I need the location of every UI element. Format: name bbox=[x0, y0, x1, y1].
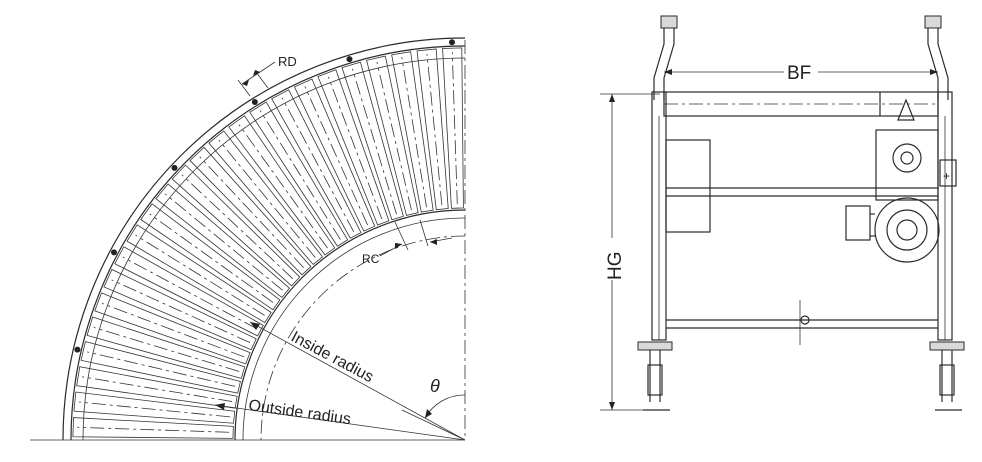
end-roller bbox=[663, 91, 939, 117]
roller bbox=[271, 89, 362, 239]
left-foot bbox=[637, 341, 673, 411]
hg-label: HG bbox=[605, 252, 626, 281]
frame-bolt bbox=[74, 346, 81, 353]
roller-centerline bbox=[135, 234, 265, 316]
roller bbox=[140, 203, 281, 311]
roller bbox=[73, 391, 236, 424]
frame-bolt bbox=[448, 39, 455, 46]
roller-centerline bbox=[238, 124, 328, 249]
right-foot bbox=[929, 341, 965, 411]
roller-centerline bbox=[401, 57, 427, 208]
roller bbox=[189, 146, 312, 276]
roller bbox=[171, 164, 301, 287]
roller bbox=[228, 115, 336, 256]
roller bbox=[442, 47, 464, 209]
roller bbox=[94, 292, 251, 365]
frame-bolt bbox=[346, 56, 353, 63]
curve-plan-view: RD RC Inside radius Outside radius θ bbox=[30, 37, 466, 441]
outer-frame-arc bbox=[62, 37, 466, 441]
bottom-crossmember bbox=[666, 300, 938, 345]
outside-radius-label: Outside radius bbox=[247, 397, 352, 428]
roller-centerline bbox=[77, 426, 230, 433]
motor bbox=[845, 197, 940, 263]
roller-centerline bbox=[327, 76, 383, 220]
roller bbox=[114, 246, 264, 337]
roller-centerline bbox=[122, 256, 258, 330]
roller-centerline bbox=[259, 110, 341, 240]
outer-frame-arc-inner bbox=[70, 45, 466, 441]
right-guide-post bbox=[924, 15, 949, 100]
roller-centerline bbox=[87, 351, 236, 387]
roller-centerline bbox=[78, 401, 231, 418]
outer-frame-arc-third bbox=[82, 57, 466, 441]
roller-centerline bbox=[304, 86, 368, 226]
side-frames bbox=[651, 91, 953, 341]
rc-label: RC bbox=[362, 252, 380, 266]
roller bbox=[391, 51, 434, 213]
roller bbox=[208, 130, 324, 266]
inside-sweep-arc bbox=[260, 235, 466, 441]
roller-centerline bbox=[218, 139, 316, 258]
plus-label: + bbox=[943, 169, 950, 183]
angle-ray bbox=[401, 409, 466, 441]
roller bbox=[366, 55, 419, 216]
angle-label: θ bbox=[430, 376, 440, 396]
rollers-group bbox=[72, 39, 464, 439]
roller bbox=[317, 69, 390, 226]
roller bbox=[249, 101, 349, 247]
roller-centerline bbox=[181, 174, 294, 279]
drive-unit bbox=[665, 98, 957, 233]
roller-centerline bbox=[93, 326, 240, 372]
rd-dimension bbox=[237, 61, 276, 97]
roller-centerline bbox=[164, 193, 283, 291]
roller-centerline bbox=[376, 62, 412, 211]
roller-centerline bbox=[281, 97, 355, 233]
inside-radius-line bbox=[249, 321, 466, 441]
rc-dimension bbox=[379, 219, 453, 257]
inside-radius-label: Inside radius bbox=[288, 329, 376, 387]
roller bbox=[155, 183, 291, 299]
roller bbox=[72, 417, 234, 439]
outside-radius-line bbox=[214, 404, 466, 441]
roller bbox=[86, 316, 246, 379]
end-elevation-view: BF + bbox=[600, 15, 965, 411]
roller-centerline bbox=[82, 376, 233, 402]
inner-frame-arc-inner bbox=[242, 217, 466, 441]
roller-centerline bbox=[199, 156, 304, 269]
roller bbox=[80, 341, 241, 394]
roller bbox=[76, 366, 238, 409]
roller-centerline bbox=[426, 53, 443, 206]
roller bbox=[126, 224, 272, 324]
rd-label: RD bbox=[278, 54, 297, 69]
roller-centerline bbox=[111, 279, 251, 343]
roller bbox=[416, 48, 449, 211]
roller-centerline bbox=[101, 302, 245, 358]
left-guide-post bbox=[653, 15, 678, 100]
inner-frame-arc bbox=[234, 209, 466, 441]
roller bbox=[341, 61, 404, 221]
roller-centerline bbox=[149, 213, 274, 303]
roller bbox=[293, 78, 376, 232]
bf-label: BF bbox=[787, 63, 811, 84]
roller bbox=[103, 268, 257, 351]
frame-bolt bbox=[171, 164, 178, 171]
frame-bolt bbox=[110, 249, 117, 256]
roller-centerline bbox=[351, 68, 397, 215]
roller-centerline bbox=[451, 52, 458, 205]
frame-bolt bbox=[251, 99, 258, 106]
